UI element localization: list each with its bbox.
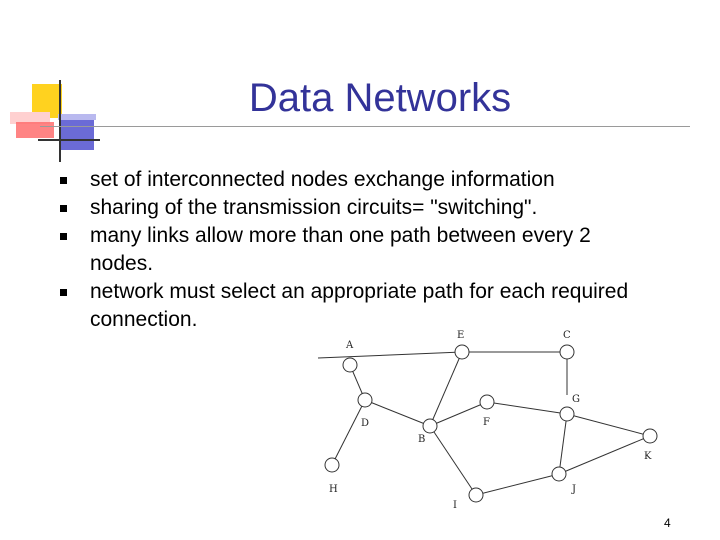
link [331, 399, 366, 466]
node-label: E [457, 330, 464, 341]
diagram-labels: A E C G D B F K H I J [329, 330, 652, 511]
link [429, 401, 488, 427]
bullet-square-icon [60, 233, 67, 240]
bullet-square-icon [60, 289, 67, 296]
network-node [479, 394, 495, 410]
title-divider [40, 126, 690, 127]
network-node [642, 428, 658, 444]
network-node [551, 466, 567, 482]
bullet-item: sharing of the transmission circuits= "s… [60, 194, 660, 222]
network-node [422, 418, 438, 434]
node-label: G [572, 394, 580, 405]
network-node [454, 344, 470, 360]
bullet-list: set of interconnected nodes exchange inf… [60, 166, 660, 334]
link [317, 351, 463, 359]
network-node [342, 357, 358, 373]
link [566, 413, 651, 437]
node-label: J [571, 484, 576, 495]
link [429, 351, 463, 427]
bullet-square-icon [60, 205, 67, 212]
diagram-nodes [324, 344, 658, 503]
network-node [559, 406, 575, 422]
link [475, 473, 560, 496]
node-label: F [483, 417, 490, 428]
network-node [468, 487, 484, 503]
bullet-text: network must select an appropriate path … [90, 280, 629, 331]
link [429, 425, 477, 496]
bullet-text: set of interconnected nodes exchange inf… [90, 168, 555, 191]
slide-title: Data Networks [248, 76, 512, 120]
bullet-item: set of interconnected nodes exchange inf… [60, 166, 660, 194]
node-label: H [329, 484, 338, 495]
link [486, 401, 568, 415]
bullet-item: many links allow more than one path betw… [60, 222, 660, 278]
node-label: I [453, 500, 457, 511]
bullet-item: network must select an appropriate path … [60, 278, 660, 334]
node-label: D [361, 418, 369, 429]
bullet-square-icon [60, 177, 67, 184]
node-label: C [563, 330, 571, 341]
network-node [357, 392, 373, 408]
link [558, 413, 568, 475]
network-node [324, 457, 340, 473]
node-label: A [345, 340, 354, 351]
bullet-text: sharing of the transmission circuits= "s… [90, 196, 538, 219]
bullet-text: many links allow more than one path betw… [90, 224, 591, 275]
link [364, 399, 431, 427]
network-node [559, 344, 575, 360]
link [558, 435, 651, 475]
page-number: 4 [664, 516, 671, 530]
node-label: B [418, 434, 425, 445]
node-label: K [644, 451, 652, 462]
